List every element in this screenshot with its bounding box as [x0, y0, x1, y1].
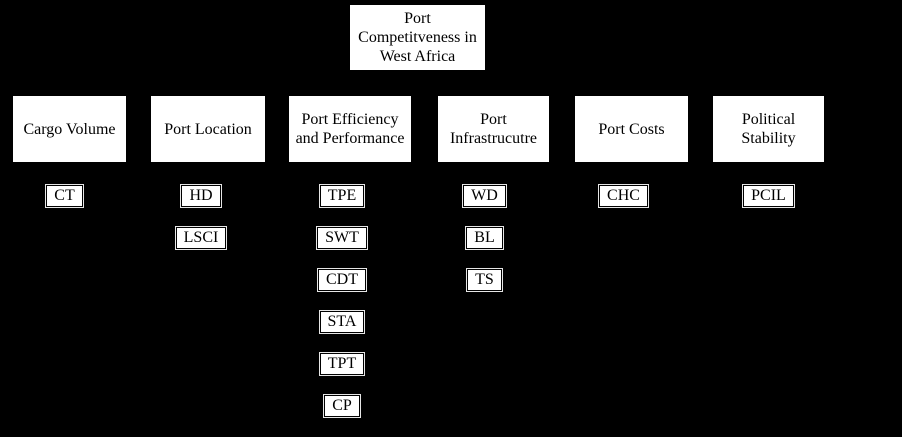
indicator-stack: PCIL	[712, 185, 825, 227]
indicator-box-swt: SWT	[317, 227, 367, 249]
indicator-box-bl: BL	[466, 227, 503, 249]
category-label: Port Costs	[598, 120, 665, 138]
indicator-box-lsci: LSCI	[175, 227, 227, 249]
category-box-port-costs: Port Costs	[574, 95, 689, 163]
indicator-box-ts: TS	[467, 269, 502, 291]
category-box-port-efficiency-and-performance: Port Efficiency and Performance	[288, 95, 412, 163]
indicator-box-hd: HD	[181, 185, 221, 207]
category-label: Port Infrastrucutre	[449, 111, 538, 147]
indicator-box-pcil: PCIL	[743, 185, 794, 207]
indicator-stack: TPE SWT CDT STA TPT CP	[280, 185, 404, 437]
category-label: Political Stability	[741, 111, 796, 147]
root-node-label: Port Competitveness in West Africa	[358, 10, 477, 65]
category-label: Port Location	[164, 120, 252, 138]
indicator-box-ct: CT	[46, 185, 83, 207]
category-box-port-location: Port Location	[150, 95, 266, 163]
indicator-stack: CHC	[566, 185, 681, 227]
indicator-box-chc: CHC	[599, 185, 648, 207]
indicator-stack: HD LSCI	[143, 185, 259, 269]
indicator-box-tpt: TPT	[319, 353, 365, 375]
category-label: Cargo Volume	[23, 120, 116, 138]
category-box-cargo-volume: Cargo Volume	[12, 95, 127, 163]
indicator-box-tpe: TPE	[319, 185, 365, 207]
category-box-port-infrastrucutre: Port Infrastrucutre	[437, 95, 550, 163]
indicator-stack: CT	[7, 185, 122, 227]
root-node-box: Port Competitveness in West Africa	[349, 4, 486, 71]
indicator-box-cp: CP	[324, 395, 360, 417]
category-box-political-stability: Political Stability	[712, 95, 825, 163]
indicator-stack: WD BL TS	[428, 185, 541, 311]
indicator-box-cdt: CDT	[318, 269, 366, 291]
category-label: Port Efficiency and Performance	[295, 111, 405, 147]
indicator-box-wd: WD	[463, 185, 506, 207]
indicator-box-sta: STA	[319, 311, 365, 333]
